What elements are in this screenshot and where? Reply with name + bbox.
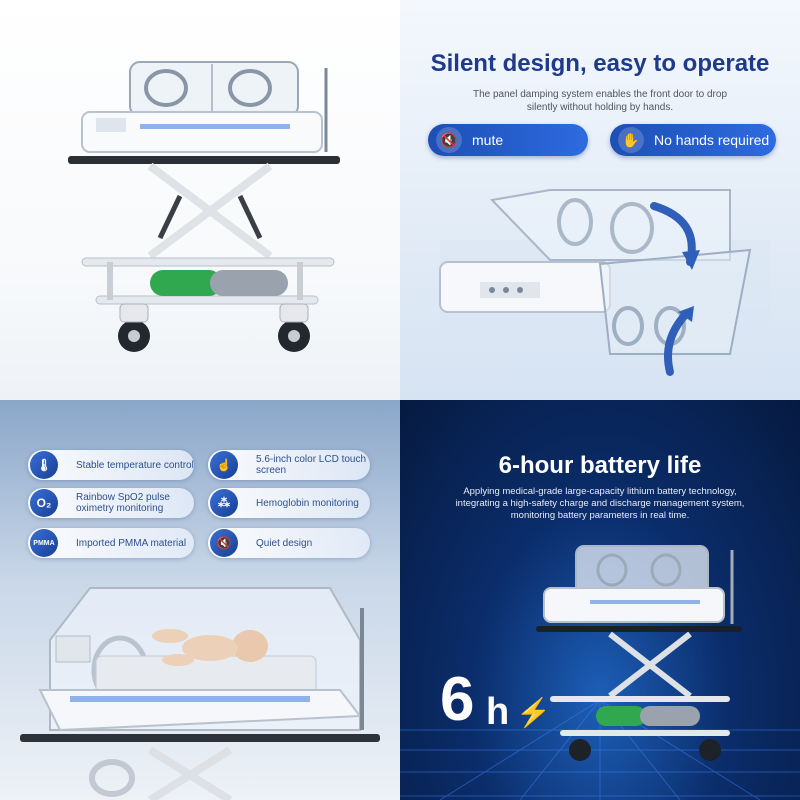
panel-product-side-view	[0, 0, 400, 400]
speaker-mute-icon: 🔇	[210, 529, 238, 557]
thermometer-icon: 🌡	[30, 451, 58, 479]
front-door-opening-illustration	[439, 189, 770, 376]
feature-chip-temperature: 🌡 Stable temperature control	[28, 450, 194, 480]
pmma-badge-icon: PMMA	[30, 529, 58, 557]
battery-incubator-illustration	[400, 545, 800, 800]
pill-label: mute	[472, 132, 504, 148]
pill-label: No hands required	[654, 132, 770, 148]
feature-label: Stable temperature control	[76, 459, 194, 471]
incubator-with-infant-illustration	[20, 587, 380, 800]
oxygen-drop-icon: O₂	[30, 489, 58, 517]
feature-pill-mute: 🔇 mute	[428, 124, 588, 156]
battery-hours-unit: h	[486, 691, 510, 733]
section-subtitle: Applying medical-grade large-capacity li…	[455, 486, 745, 521]
feature-label: Rainbow SpO2 pulse oximetry monitoring	[76, 492, 170, 514]
section-title: 6-hour battery life	[498, 452, 702, 479]
panel-battery-life: 6-hour battery life Applying medical-gra…	[400, 400, 800, 800]
battery-hours-number: 6	[440, 665, 475, 734]
feature-chip-pmma: PMMA Imported PMMA material	[28, 528, 194, 558]
feature-chip-touch-screen: ☝ 5.6-inch color LCD touch screen	[208, 450, 370, 480]
panel-silent-design: Silent design, easy to operate The panel…	[400, 0, 800, 400]
transport-incubator-illustration	[68, 61, 340, 352]
feature-label: Hemoglobin monitoring	[256, 497, 359, 509]
lightning-bolt-icon: ⚡	[516, 697, 551, 728]
hand-prohibited-icon: ✋	[618, 127, 644, 153]
feature-label: Imported PMMA material	[76, 537, 187, 549]
feature-chip-quiet: 🔇 Quiet design	[208, 528, 370, 558]
touch-hand-icon: ☝	[210, 451, 238, 479]
panel-features: 🌡 Stable temperature control ☝ 5.6-inch …	[0, 400, 400, 800]
speaker-mute-icon: 🔇	[436, 127, 462, 153]
feature-chip-spo2: O₂ Rainbow SpO2 pulse oximetry monitorin…	[28, 488, 194, 518]
feature-label: Quiet design	[256, 537, 313, 549]
feature-chip-hemoglobin: ⁂ Hemoglobin monitoring	[208, 488, 370, 518]
feature-pill-no-hands: ✋ No hands required	[610, 124, 776, 156]
feature-label: 5.6-inch color LCD touch screen	[256, 454, 367, 476]
section-title: Silent design, easy to operate	[430, 50, 770, 77]
section-subtitle: The panel damping system enables the fro…	[472, 89, 728, 113]
molecule-icon: ⁂	[210, 489, 238, 517]
